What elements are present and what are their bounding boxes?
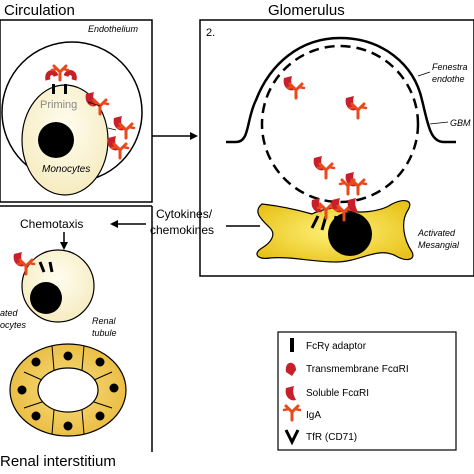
endothelium-label: Endothelium: [88, 24, 139, 34]
iga-glyph: [316, 162, 336, 180]
fenestrated-label: Fenestra: [432, 62, 468, 72]
capillary-wall: [226, 36, 456, 144]
tfr-icon: [284, 429, 300, 446]
gbm-label: GBM: [450, 118, 471, 128]
legend-label-2: Soluble FcαRI: [306, 388, 369, 399]
mesangial-nucleus: [328, 212, 372, 256]
legend-label-0: FcRγ adaptor: [306, 341, 367, 352]
tfr-glyph: [38, 261, 54, 273]
activated-label: Activated: [417, 228, 456, 238]
renal-label: Renal: [92, 316, 117, 326]
gbm-circle: [260, 44, 420, 204]
monocyte-nucleus: [38, 122, 74, 158]
circulation-panel: [0, 19, 153, 203]
fcr-adaptor-icon: [290, 338, 294, 352]
circulation-title: Circulation: [4, 2, 75, 19]
chemotaxis-label: Chemotaxis: [20, 217, 83, 231]
monocytes-partial-label: ocytes: [0, 320, 27, 330]
fcr-adaptor-glyph: [52, 84, 55, 94]
transmembrane-fcari-icon: [285, 362, 296, 376]
legend-box: [277, 331, 457, 451]
panel-number: 2.: [206, 27, 215, 39]
fcr-adaptor-glyph: [64, 84, 67, 94]
tubule-lumen: [37, 367, 99, 413]
activated-partial-label: ated: [0, 308, 19, 318]
glomerulus-title: Glomerulus: [268, 2, 345, 19]
iga-glyph: [348, 102, 368, 120]
tubule-nuclei: [17, 351, 119, 431]
legend-label-4: TfR (CD71): [306, 432, 357, 443]
mesangial-label: Mesangial: [418, 240, 460, 250]
fenestrated-endothelium-label: endothe: [432, 74, 465, 84]
glomerulus-panel: [199, 19, 474, 277]
tubule-label: tubule: [92, 328, 117, 338]
monocytes-label: Monocytes: [42, 164, 90, 175]
tubule-cell-borders: [23, 345, 113, 435]
interstitium-title: Renal interstitium: [0, 453, 116, 470]
cytokines-line1: Cytokines/: [156, 207, 213, 221]
legend-label-1: Transmembrane FcαRI: [306, 364, 409, 375]
activated-monocyte-nucleus: [30, 282, 62, 314]
priming-label: Priming: [40, 99, 77, 111]
transmembrane-fcari-glyph: [45, 70, 77, 81]
cytokines-line2: chemokines: [150, 223, 214, 237]
tfr-glyph: [310, 215, 348, 231]
legend-label-3: IgA: [306, 410, 321, 421]
iga-glyph: [286, 82, 306, 100]
